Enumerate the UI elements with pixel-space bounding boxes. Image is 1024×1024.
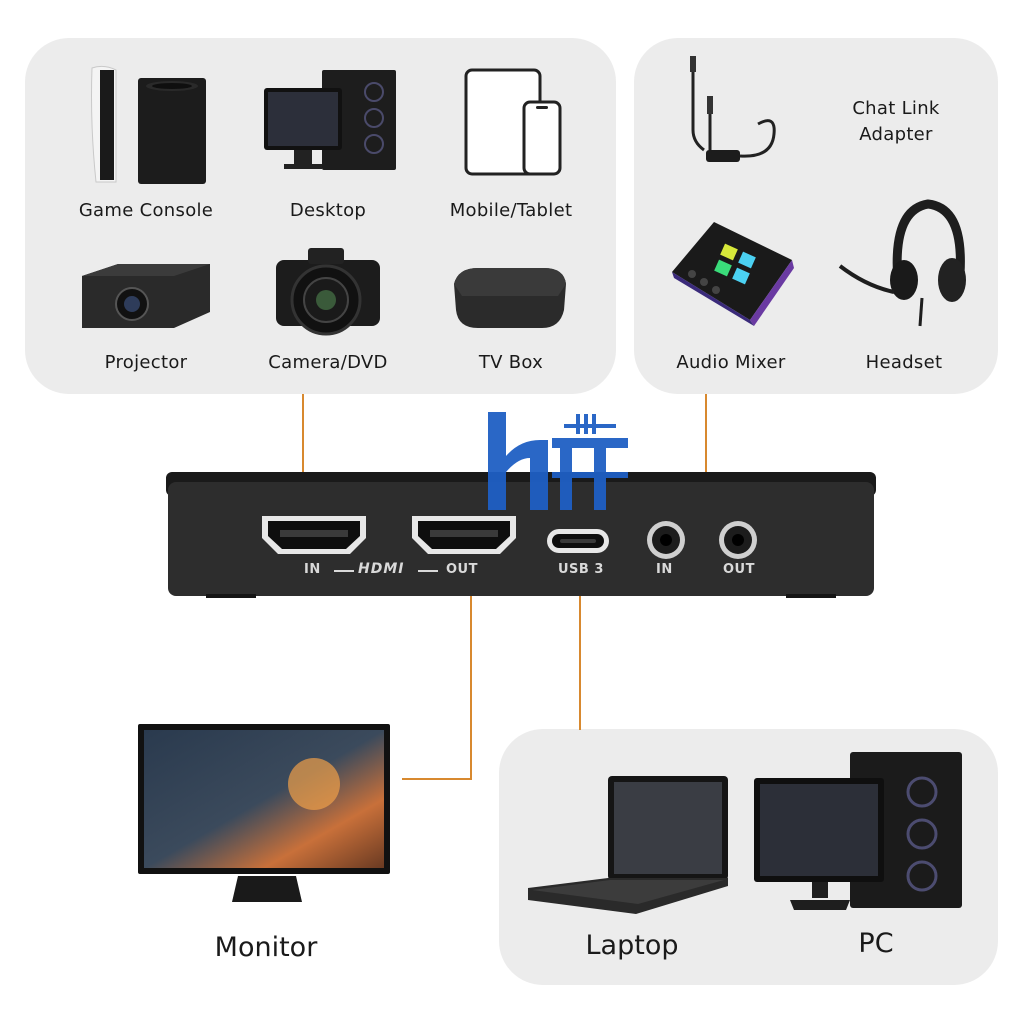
audio-out-label: OUT [723,562,755,577]
camera-dvd-label: Camera/DVD [268,352,388,373]
brand-watermark-logo [486,410,632,512]
tv-box-label: TV Box [478,352,544,373]
game-console-icon [82,64,212,188]
projector-icon [78,262,214,332]
desktop-icon [262,68,398,176]
audio-in-jack [646,520,686,560]
projector-label: Projector [104,352,188,373]
hdmi-logo-rule-left [334,570,354,572]
audio-out-jack [718,520,758,560]
mobile-tablet-icon [462,68,562,180]
chat-link-adapter-icon [680,54,780,184]
monitor-label: Monitor [214,932,318,963]
hdmi-in-port [260,512,368,558]
usb-label: USB 3 [558,562,604,577]
wire-hdmi-out-horizontal [402,778,472,780]
chat-link-adapter-label: Chat Link Adapter [838,96,954,148]
hdmi-in-label: IN [304,562,321,577]
laptop-label: Laptop [585,930,679,961]
hdmi-logo: HDMI [358,561,405,577]
laptop-icon [528,774,732,916]
hdmi-out-label: OUT [446,562,478,577]
audio-in-label: IN [656,562,673,577]
pc-label: PC [858,928,894,959]
mobile-tablet-label: Mobile/Tablet [449,200,573,221]
pc-icon [752,750,968,914]
wire-hdmi-out-vertical [470,590,472,780]
monitor-icon [138,724,394,906]
audio-devices-panel [634,38,998,394]
headset-icon [836,196,970,328]
tv-box-icon [448,262,572,334]
usb-c-port [546,528,610,554]
camera-icon [272,242,384,342]
audio-mixer-icon [664,216,798,328]
hdmi-logo-rule-right [418,570,438,572]
wire-usb [579,590,581,730]
wire-audio-trunk [705,394,707,484]
chat-link-label-line2: Adapter [859,124,933,145]
chat-link-label-line1: Chat Link [852,98,940,119]
game-console-label: Game Console [78,200,214,221]
headset-label: Headset [865,352,943,373]
desktop-label: Desktop [289,200,367,221]
hdmi-out-port [410,512,518,558]
capture-device: IN HDMI OUT USB 3 IN OUT [166,470,876,598]
audio-mixer-label: Audio Mixer [676,352,786,373]
wire-hdmi-in [302,394,304,502]
